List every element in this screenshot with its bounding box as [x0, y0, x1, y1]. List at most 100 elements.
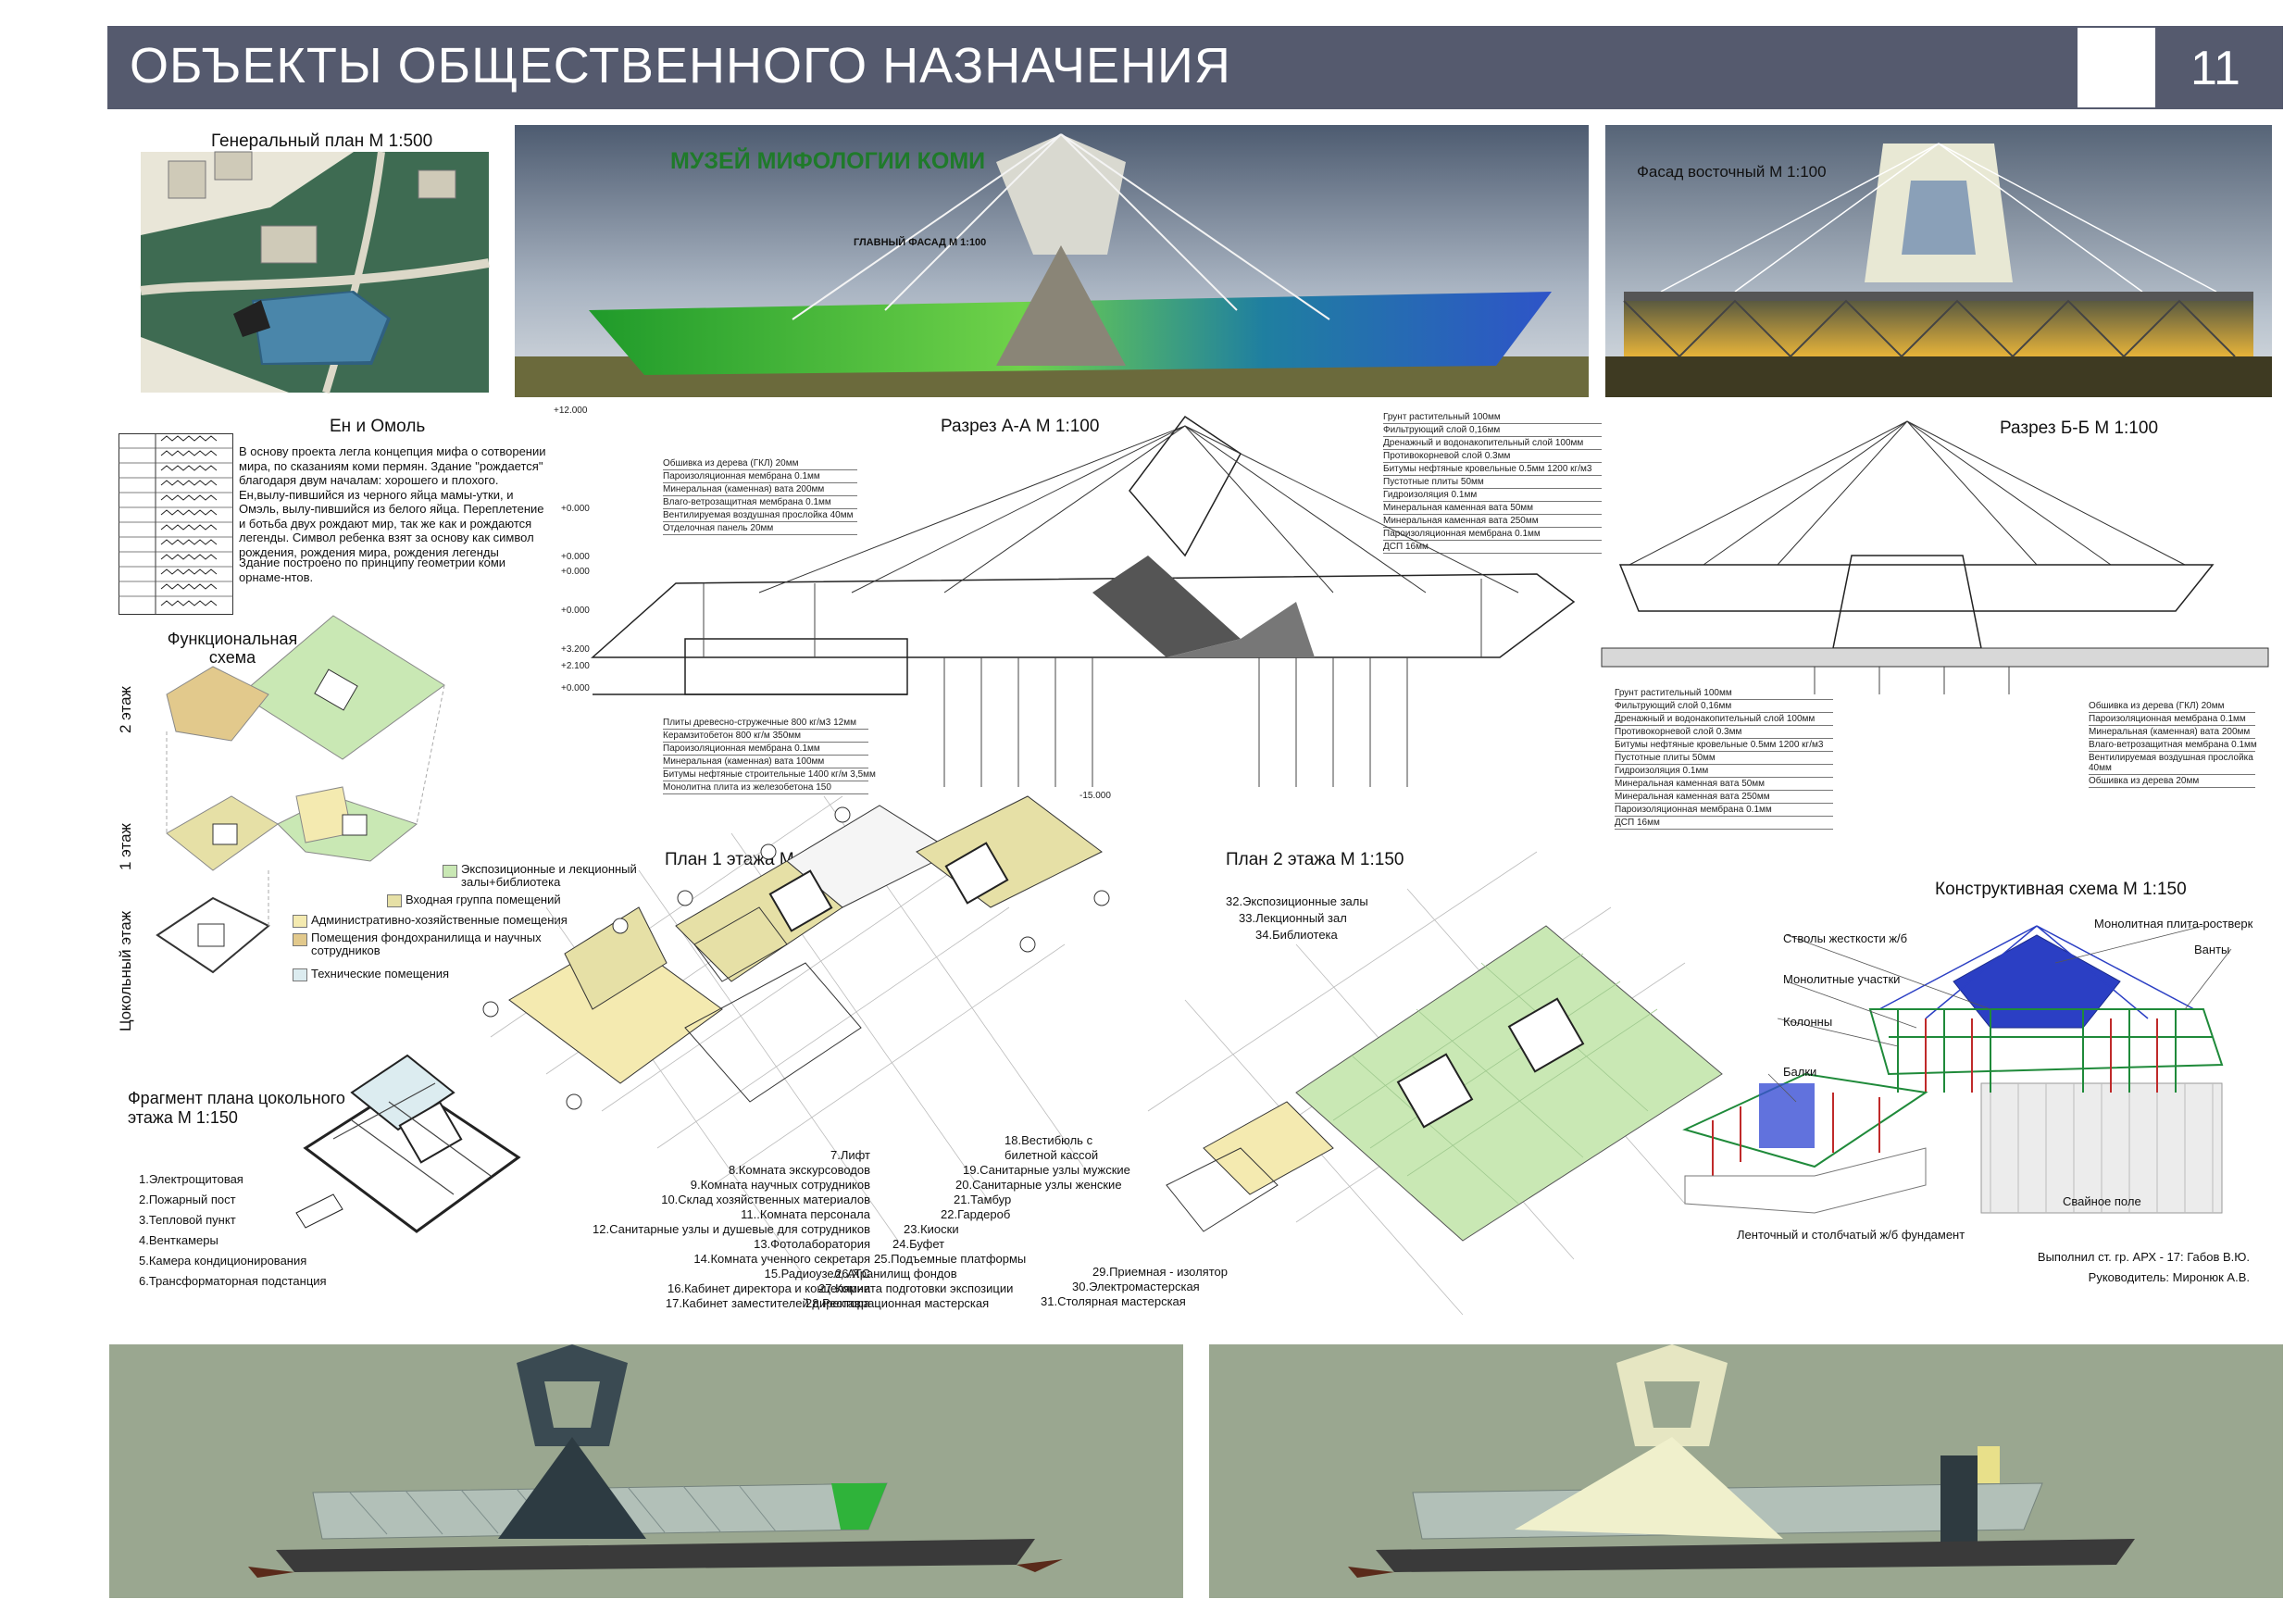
room-item: 16.Кабинет директора и концелярии: [668, 1281, 870, 1295]
structural-drawing: [1682, 925, 2232, 1214]
layer-note: Битумы нефтяные строительные 1400 кг/м 3…: [663, 769, 876, 781]
room-item: 20.Санитарные узлы женские: [955, 1178, 1122, 1192]
level-mark: +0.000: [561, 606, 590, 616]
room-item: 25.Подъемные платформы: [874, 1252, 1027, 1266]
myth-title: Ен и Омоль: [330, 417, 426, 436]
room-item: 30.Электромастерская: [1072, 1280, 1200, 1293]
layer-note: ДСП 16мм: [1383, 541, 1602, 554]
layer-note: Пароизоляционная мембрана 0.1мм: [663, 470, 857, 483]
rooms-list-col3: 29.Приемная - изолятор 30.Электромастерс…: [1037, 1265, 1228, 1309]
layer-note: Битумы нефтяные кровельные 0.5мм 1200 кг…: [1383, 463, 1602, 476]
layer-note: Противокорневой слой 0.3мм: [1383, 450, 1602, 463]
room-item: 28.Реставрационная мастерская: [805, 1296, 990, 1310]
layer-note: Минеральная (каменная) вата 100мм: [663, 756, 868, 768]
structural-label-raft: Монолитная плита-ростверк: [2094, 917, 2253, 931]
legend-swatch-entrance: [387, 894, 402, 907]
room-item: 10.Склад хозяйственных материалов: [661, 1193, 870, 1206]
render-dark-perspective: [109, 1344, 1183, 1598]
basement-room-list: 1.Электрощитовая 2.Пожарный пост 3.Тепло…: [139, 1170, 327, 1290]
level-mark: -15.000: [1079, 791, 1111, 801]
header-bar: [107, 26, 2283, 109]
layer-note: Отделочная панель 20мм: [663, 522, 857, 535]
section-bb-layers-right: Обшивка из дерева (ГКЛ) 20мм Пароизоляци…: [2089, 700, 2257, 788]
layer-note: Дренажный и водонакопительный слой 100мм: [1615, 713, 1833, 726]
ornament-table: [119, 433, 233, 615]
layer-note: Пароизоляционная мембрана 0.1мм: [663, 743, 868, 756]
east-facade-caption: Фасад восточный М 1:100: [1637, 163, 1827, 181]
render-light-perspective: [1209, 1344, 2283, 1598]
layer-note: Противокорневой слой 0.3мм: [1615, 726, 1833, 739]
room-item: 7.Лифт: [830, 1148, 870, 1162]
room-item: 31.Столярная мастерская: [1041, 1294, 1186, 1308]
floor-label-basement: Цокольный этаж: [117, 910, 134, 1031]
layer-note: Вентилируемая воздушная прослойка 40мм: [2089, 752, 2255, 775]
level-mark: +3.200: [561, 644, 590, 655]
room-item: 15.Радиоузел, АТС: [764, 1267, 870, 1280]
room-item: 27.Комната подготовки экспозиции: [818, 1281, 1014, 1295]
layer-note: Фильтрующий слой 0,16мм: [1615, 700, 1833, 713]
section-bb-layers-left: Грунт растительный 100мм Фильтрующий сло…: [1615, 687, 1833, 830]
layer-note: Битумы нефтяные кровельные 0.5мм 1200 кг…: [1615, 739, 1833, 752]
structural-label-monolithic: Монолитные участки: [1783, 972, 1901, 986]
room-item: 22.Гардероб: [941, 1207, 1011, 1221]
section-aa-title: Разрез А-А М 1:100: [941, 417, 1100, 436]
layer-note: Обшивка из дерева (ГКЛ) 20мм: [663, 457, 857, 470]
layer-note: Минеральная (каменная) вата 200мм: [663, 483, 857, 496]
layer-note: Обшивка из дерева (ГКЛ) 20мм: [2089, 700, 2255, 713]
layer-note: Дренажный и водонакопительный слой 100мм: [1383, 437, 1602, 450]
layer-note: Гидроизоляция 0.1мм: [1615, 765, 1833, 778]
section-aa-layers-floor: Плиты древесно-стружечные 800 кг/м3 12мм…: [663, 717, 876, 794]
level-mark: +0.000: [561, 567, 590, 577]
structural-title: Конструктивная схема М 1:150: [1935, 880, 2187, 899]
layer-note: Минеральная каменная вата 50мм: [1615, 778, 1833, 791]
site-plan-drawing: [140, 151, 490, 394]
basement-room: 5.Камера кондиционирования: [139, 1254, 307, 1268]
east-facade-render: [1605, 125, 2272, 397]
layer-note: Гидроизоляция 0.1мм: [1383, 489, 1602, 502]
level-mark: +0.000: [561, 504, 590, 514]
layer-note: Монолитна плита из железобетона 150: [663, 781, 868, 794]
legend-swatch-admin: [293, 915, 307, 928]
basement-room: 6.Трансформаторная подстанция: [139, 1274, 327, 1288]
room-item: 26.Хранилищ фондов: [835, 1267, 957, 1280]
layer-note: Вентилируемая воздушная прослойка 40мм: [663, 509, 857, 522]
room-item: 12.Санитарные узлы и душевые для сотрудн…: [593, 1222, 870, 1236]
section-aa-layers-top: Обшивка из дерева (ГКЛ) 20мм Пароизоляци…: [663, 457, 857, 535]
rooms-list-col2: 18.Вестибюль с билетной кассой 19.Санита…: [805, 1133, 1130, 1311]
room-item: 13.Фотолаборатория: [754, 1237, 870, 1251]
room-item: 14.Комната ученного секретаря: [693, 1252, 870, 1266]
page-title: ОБЪЕКТЫ ОБЩЕСТВЕННОГО НАЗНАЧЕНИЯ: [130, 38, 1231, 94]
section-bb-title: Разрез Б-Б М 1:100: [2000, 418, 2159, 438]
layer-note: Пароизоляционная мембрана 0.1мм: [2089, 713, 2255, 726]
legend-swatch-exhibition: [443, 865, 457, 878]
room-item: 24.Буфет: [892, 1237, 945, 1251]
structural-label-beams: Балки: [1783, 1065, 1817, 1079]
room-item: 17.Кабинет заместителей директора: [665, 1296, 870, 1310]
plan2-room: 32.Экспозиционные залы: [1226, 894, 1368, 908]
room-item: 8.Комната экскурсоводов: [728, 1163, 870, 1177]
floor-label-2: 2 этаж: [117, 686, 134, 733]
layer-note: Минеральная каменная вата 250мм: [1615, 791, 1833, 804]
layer-note: Минеральная (каменная) вата 200мм: [2089, 726, 2255, 739]
structural-label-piles: Свайное поле: [2063, 1194, 2141, 1208]
basement-room: 3.Тепловой пункт: [139, 1213, 236, 1227]
floor-label-1: 1 этаж: [117, 823, 134, 870]
layer-note: Пустотные плиты 50мм: [1383, 476, 1602, 489]
structural-label-columns: Колонны: [1783, 1015, 1833, 1029]
layer-note: Минеральная каменная вата 50мм: [1383, 502, 1602, 515]
site-plan-title: Генеральный план М 1:500: [211, 131, 433, 151]
layer-note: Влаго-ветрозащитная мембрана 0.1мм: [2089, 740, 2257, 752]
section-aa-drawing: [591, 415, 1576, 787]
layer-note: Грунт растительный 100мм: [1383, 411, 1602, 424]
myth-text: В основу проекта легла концепция мифа о …: [239, 444, 546, 559]
credits-supervisor: Руководитель: Миронюк А.В.: [2088, 1270, 2250, 1284]
layer-note: Пароизоляционная мембрана 0.1мм: [1615, 804, 1833, 817]
rooms-list-col1: 7.Лифт 8.Комната экскурсоводов 9.Комната…: [500, 1148, 870, 1311]
myth-text-2: Здание построено по принципу геометрии к…: [239, 556, 506, 584]
level-mark: +12.000: [554, 406, 588, 416]
legend-swatch-storage: [293, 933, 307, 946]
basement-room: 2.Пожарный пост: [139, 1193, 236, 1206]
basement-room: 1.Электрощитовая: [139, 1172, 243, 1186]
credits-author: Выполнил ст. гр. АРХ - 17: Габов В.Ю.: [2037, 1250, 2250, 1264]
header-white-box: [2078, 28, 2155, 107]
